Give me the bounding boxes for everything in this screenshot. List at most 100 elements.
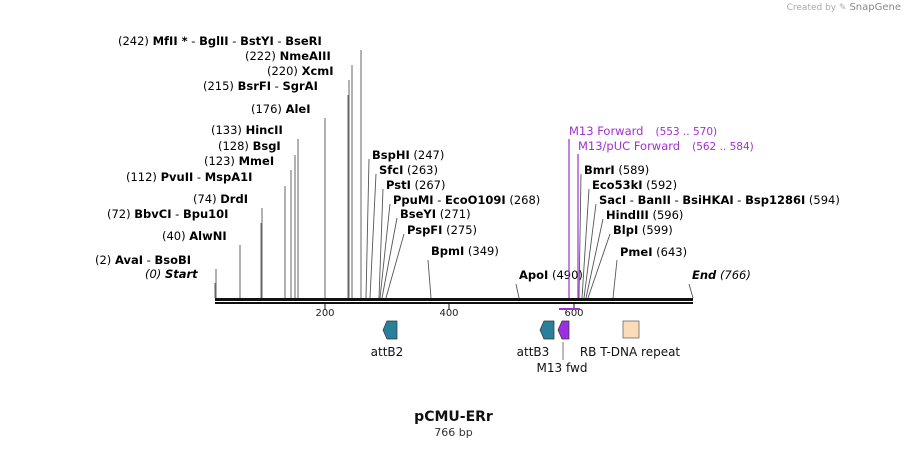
site-position: (112) bbox=[126, 170, 157, 184]
site-leader-line bbox=[365, 158, 370, 299]
site-label[interactable]: (133) HincII bbox=[211, 123, 283, 137]
site-bpmi[interactable]: BpmI (349) bbox=[427, 244, 499, 299]
site-leader-line bbox=[385, 233, 405, 299]
site-label[interactable]: (215) BsrFI - SgrAI bbox=[203, 79, 318, 93]
enzyme-name: BsgI bbox=[253, 139, 281, 153]
site-label[interactable]: BspHI (247) bbox=[372, 148, 444, 162]
site-label[interactable]: (0) Start bbox=[145, 267, 198, 281]
site-ppumi[interactable]: PpuMI - EcoO109I (268) bbox=[379, 193, 540, 299]
site-pvuii[interactable]: (112) PvuII - MspA1I bbox=[126, 170, 286, 298]
feature-label-attb3: attB3 bbox=[517, 345, 550, 359]
site-bsrfi[interactable]: (215) BsrFI - SgrAI bbox=[203, 79, 349, 298]
site-label[interactable]: BpmI (349) bbox=[431, 244, 499, 258]
enzyme-name: BseYI bbox=[400, 207, 436, 221]
site-position: (349) bbox=[468, 244, 499, 258]
enzyme-name: EcoO109I bbox=[445, 193, 506, 207]
feature-label-attb2: attB2 bbox=[371, 345, 404, 359]
site-eco53ki[interactable]: Eco53kI (592) bbox=[581, 178, 677, 299]
enzyme-name: PstI bbox=[386, 178, 411, 192]
site-label[interactable]: PmeI (643) bbox=[620, 245, 687, 259]
site-psti[interactable]: PstI (267) bbox=[378, 178, 445, 299]
site-label[interactable]: (220) XcmI bbox=[267, 64, 334, 78]
site-drdi[interactable]: (74) DrdI bbox=[193, 192, 263, 298]
site-label[interactable]: End (766) bbox=[692, 268, 751, 282]
site-bbvci[interactable]: (72) BbvCI - Bpu10I bbox=[107, 207, 262, 298]
primer-label-m13-forward[interactable]: M13 Forward(553 .. 570) bbox=[569, 124, 717, 138]
site-position: (74) bbox=[193, 192, 217, 206]
site-alwni[interactable]: (40) AlwNI bbox=[162, 229, 241, 298]
site-mfii[interactable]: (242) MfII * - BglII - BstYI - BseRI bbox=[118, 34, 362, 298]
enzyme-name: SgrAI bbox=[282, 79, 317, 93]
site-position: (275) bbox=[446, 223, 477, 237]
site-leader-line bbox=[515, 283, 520, 299]
site-pmei[interactable]: PmeI (643) bbox=[612, 245, 687, 299]
site-position: (643) bbox=[656, 245, 687, 259]
site-label[interactable]: SacI - BanII - BsiHKAI - Bsp1286I (594) bbox=[599, 193, 840, 207]
attb3-arrow-icon bbox=[539, 320, 555, 340]
enzyme-name: Start bbox=[165, 267, 198, 281]
enzyme-name: PpuMI bbox=[393, 193, 434, 207]
site-label[interactable]: (74) DrdI bbox=[193, 192, 248, 206]
site-label[interactable]: (242) MfII * - BglII - BstYI - BseRI bbox=[118, 34, 322, 48]
enzyme-name: HindIII bbox=[606, 208, 649, 222]
site-sfci[interactable]: SfcI (263) bbox=[369, 163, 438, 299]
site-label[interactable]: (128) BsgI bbox=[218, 139, 281, 153]
site-separator: - bbox=[193, 170, 204, 184]
site-bmri[interactable]: BmrI (589) bbox=[578, 163, 649, 299]
site-bsphi[interactable]: BspHI (247) bbox=[365, 148, 444, 299]
site-start[interactable]: (0) Start bbox=[145, 267, 216, 298]
primer-name: M13 Forward bbox=[569, 124, 643, 138]
ruler-tick-label: 200 bbox=[315, 308, 334, 319]
enzyme-name: MspA1I bbox=[205, 170, 253, 184]
site-label[interactable]: ApoI (490) bbox=[519, 268, 583, 282]
site-separator: - bbox=[229, 34, 240, 48]
site-separator: - bbox=[734, 193, 745, 207]
site-label[interactable]: (112) PvuII - MspA1I bbox=[126, 170, 252, 184]
site-label[interactable]: (2) AvaI - BsoBI bbox=[95, 253, 191, 267]
site-mmei[interactable]: (123) MmeI bbox=[204, 154, 292, 298]
enzyme-name: PvuII bbox=[161, 170, 194, 184]
enzyme-name: End bbox=[692, 268, 717, 282]
site-position: (766) bbox=[720, 268, 751, 282]
site-hincii[interactable]: (133) HincII bbox=[211, 123, 299, 298]
site-position: (222) bbox=[245, 49, 276, 63]
site-alei[interactable]: (176) AleI bbox=[251, 102, 326, 298]
plasmid-length: 766 bp bbox=[434, 426, 473, 439]
site-bsgi[interactable]: (128) BsgI bbox=[218, 139, 296, 298]
site-label[interactable]: (123) MmeI bbox=[204, 154, 274, 168]
enzyme-name: Eco53kI bbox=[592, 178, 643, 192]
site-pspfi[interactable]: PspFI (275) bbox=[385, 223, 477, 299]
site-separator: - bbox=[671, 193, 682, 207]
site-label[interactable]: HindIII (596) bbox=[606, 208, 683, 222]
site-label[interactable]: BlpI (599) bbox=[613, 223, 673, 237]
site-hindiii[interactable]: HindIII (596) bbox=[585, 208, 683, 299]
site-blpi[interactable]: BlpI (599) bbox=[587, 223, 673, 299]
site-label[interactable]: (176) AleI bbox=[251, 102, 311, 116]
site-avai[interactable]: (2) AvaI - BsoBI bbox=[95, 253, 217, 298]
enzyme-name: AlwNI bbox=[189, 229, 226, 243]
sequence-backbone-top bbox=[215, 298, 693, 301]
ruler-tick-label: 400 bbox=[439, 308, 458, 319]
site-label[interactable]: SfcI (263) bbox=[379, 163, 438, 177]
site-label[interactable]: (40) AlwNI bbox=[162, 229, 227, 243]
site-end[interactable]: End (766) bbox=[688, 268, 751, 299]
site-apoi[interactable]: ApoI (490) bbox=[515, 268, 583, 299]
site-label[interactable]: PspFI (275) bbox=[407, 223, 477, 237]
site-label[interactable]: Eco53kI (592) bbox=[592, 178, 677, 192]
primer-label-m13-puc-forward[interactable]: M13/pUC Forward(562 .. 584) bbox=[578, 139, 754, 153]
site-xcmi[interactable]: (220) XcmI bbox=[267, 64, 350, 298]
primer-range: (562 .. 584) bbox=[692, 141, 754, 153]
site-nmeaiii[interactable]: (222) NmeAIII bbox=[245, 49, 353, 298]
site-label[interactable]: (72) BbvCI - Bpu10I bbox=[107, 207, 228, 221]
site-label[interactable]: PpuMI - EcoO109I (268) bbox=[393, 193, 540, 207]
enzyme-name: MfII * bbox=[153, 34, 188, 48]
site-saci[interactable]: SacI - BanII - BsiHKAI - Bsp1286I (594) bbox=[583, 193, 840, 299]
site-separator: - bbox=[434, 193, 445, 207]
site-label[interactable]: (222) NmeAIII bbox=[245, 49, 331, 63]
site-label[interactable]: BseYI (271) bbox=[400, 207, 471, 221]
site-label[interactable]: PstI (267) bbox=[386, 178, 445, 192]
site-position: (220) bbox=[267, 64, 298, 78]
site-label[interactable]: BmrI (589) bbox=[584, 163, 649, 177]
site-leader-line bbox=[379, 203, 391, 299]
site-bseyi[interactable]: BseYI (271) bbox=[381, 207, 471, 299]
